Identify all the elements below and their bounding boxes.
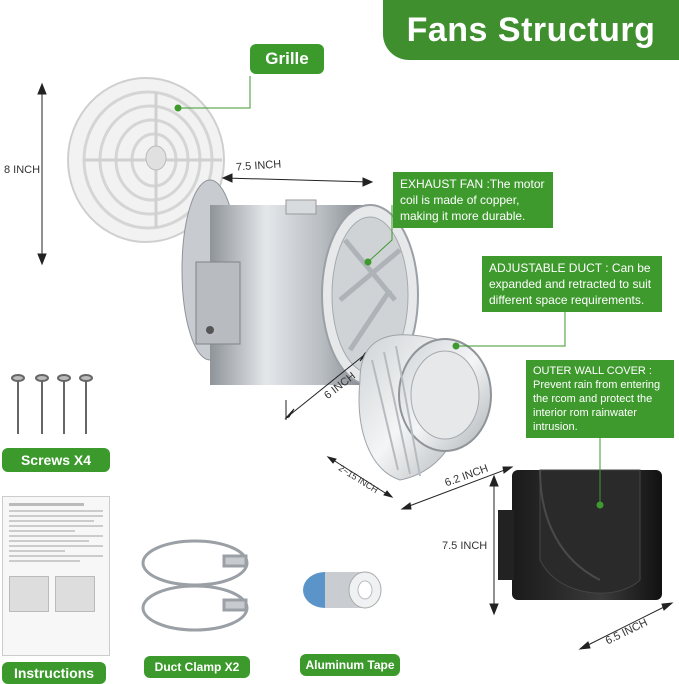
cover-width-line bbox=[578, 602, 674, 650]
fan-width-line bbox=[221, 173, 374, 187]
booklet-line bbox=[9, 545, 103, 547]
cover-height-line bbox=[489, 474, 499, 616]
grille-image bbox=[67, 77, 225, 243]
booklet-line bbox=[9, 525, 103, 527]
grille-leader bbox=[174, 76, 251, 112]
exhaust-fan-callout: EXHAUST FAN :The motor coil is made of c… bbox=[393, 172, 553, 228]
grille-height-text: 8 INCH bbox=[4, 164, 41, 176]
cover-height-text: 7.5 INCH bbox=[442, 540, 488, 552]
booklet-figure bbox=[55, 576, 95, 612]
booklet-line bbox=[9, 560, 80, 562]
booklet-line bbox=[9, 510, 103, 512]
booklet-line bbox=[9, 530, 75, 532]
page-title: Fans Structurg bbox=[383, 0, 679, 60]
booklet-line bbox=[9, 503, 85, 506]
adjustable-duct-image bbox=[358, 334, 492, 481]
grille-label: Grille bbox=[250, 44, 324, 74]
duct-length-line bbox=[326, 456, 394, 498]
exhaust-fan-image bbox=[181, 179, 419, 386]
instructions-label: Instructions bbox=[2, 662, 106, 684]
booklet-line bbox=[9, 550, 66, 552]
duct-clamp-image bbox=[141, 539, 249, 632]
duct-clamp-label: Duct Clamp X2 bbox=[144, 656, 250, 678]
booklet-line bbox=[9, 555, 103, 557]
booklet-line bbox=[9, 540, 89, 542]
booklet-line bbox=[9, 515, 103, 517]
duct-diameter-line bbox=[400, 466, 514, 510]
aluminum-tape-label: Aluminum Tape bbox=[300, 654, 400, 676]
screws-image bbox=[11, 374, 93, 434]
booklet-line bbox=[9, 535, 103, 537]
aluminum-tape-image bbox=[303, 571, 382, 609]
instructions-booklet-image bbox=[2, 496, 110, 656]
booklet-figure bbox=[9, 576, 49, 612]
exhaust-fan-leader bbox=[364, 205, 393, 266]
adjustable-duct-leader bbox=[452, 310, 566, 350]
adjustable-duct-callout: ADJUSTABLE DUCT : Can be expanded and re… bbox=[482, 256, 662, 312]
grille-height-line bbox=[37, 82, 47, 266]
screws-label: Screws X4 bbox=[2, 448, 110, 472]
outer-wall-cover-image bbox=[498, 469, 662, 600]
outer-wall-cover-callout: OUTER WALL COVER : Prevent rain from ent… bbox=[526, 360, 674, 438]
booklet-line bbox=[9, 520, 94, 522]
